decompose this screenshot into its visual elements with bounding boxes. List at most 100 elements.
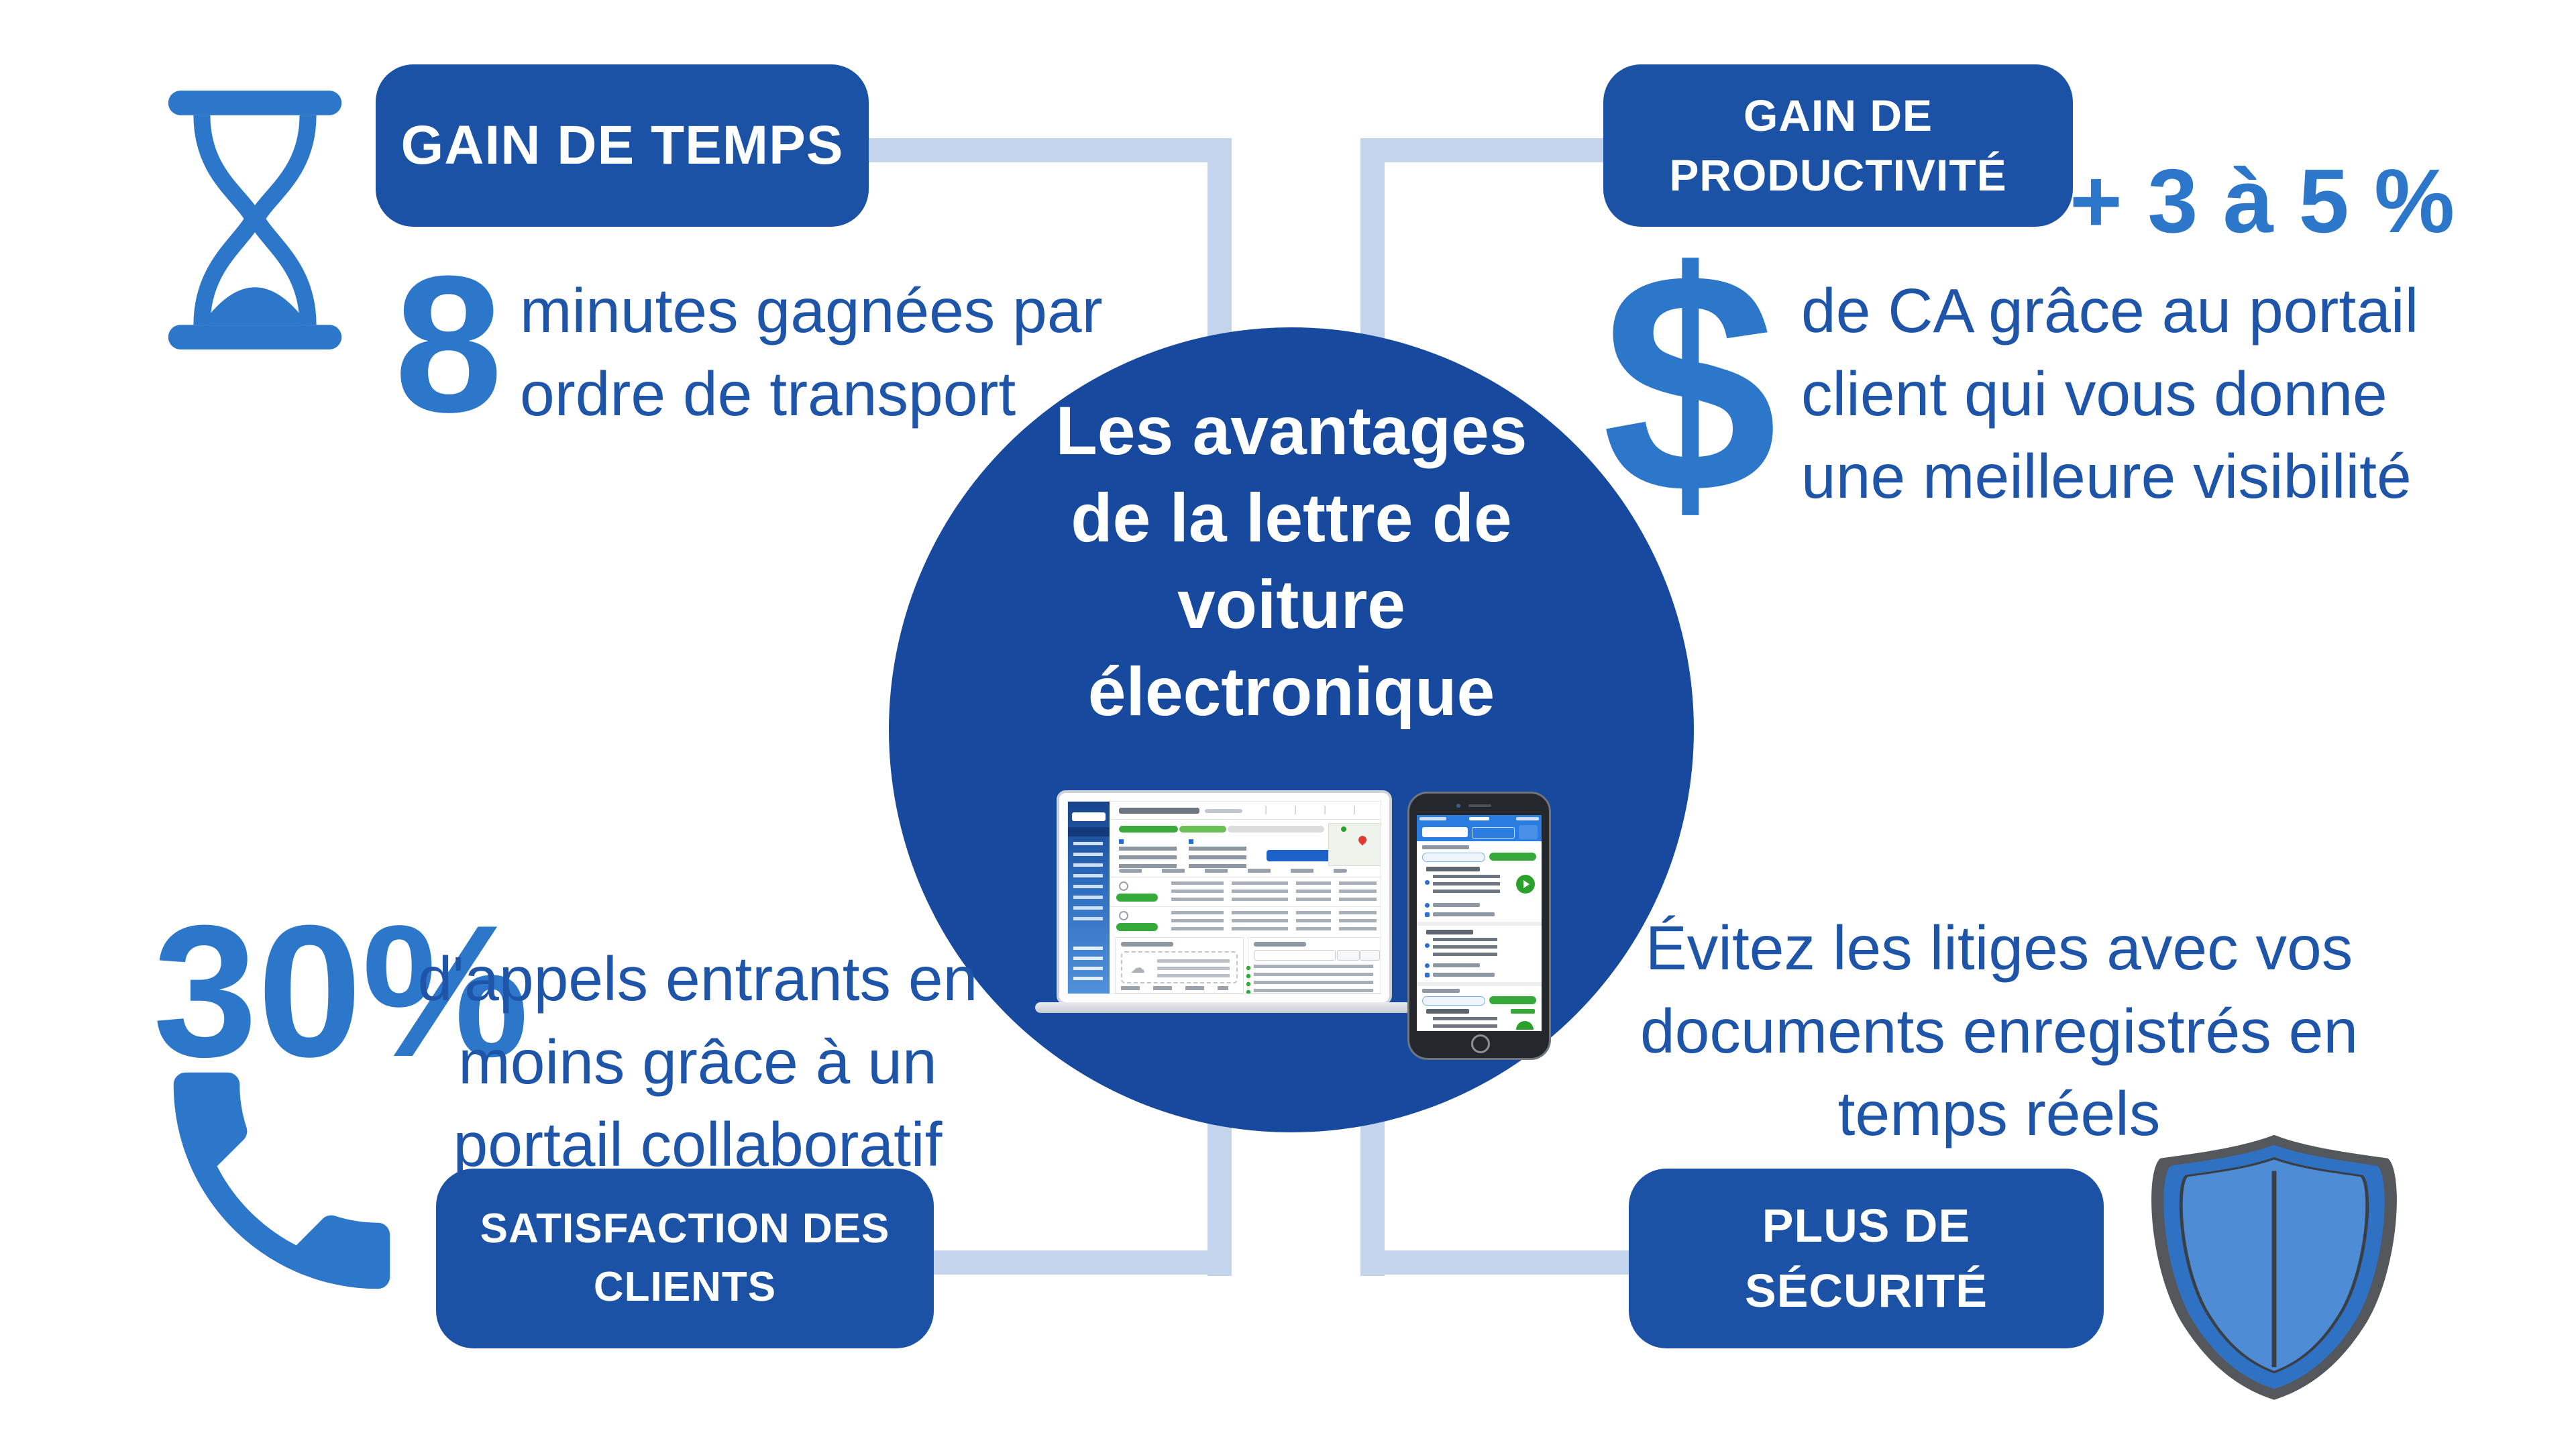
- row-status-icon: [1119, 911, 1128, 920]
- phone-screen: [1417, 815, 1542, 1031]
- table-row: [1110, 877, 1381, 906]
- row-cell-placeholder: [1232, 911, 1288, 931]
- laptop-base: [1035, 1002, 1413, 1013]
- green-action-button: [1116, 894, 1158, 902]
- address-lines-placeholder: [1119, 847, 1177, 868]
- phone-tab-bar: [1417, 823, 1542, 841]
- panel-title-placeholder: [1121, 942, 1173, 947]
- address-block-1: [1119, 839, 1177, 868]
- phone-mockup: [1407, 792, 1551, 1060]
- title-line: Les avantages: [1055, 392, 1527, 469]
- text-line: d'appels entrants en: [417, 944, 978, 1014]
- green-action-button: [1116, 923, 1158, 931]
- progress-segment-gray: [1228, 826, 1324, 833]
- text-line: client qui vous donne: [1801, 358, 2387, 429]
- phone-icon: [138, 1036, 426, 1325]
- transport-ref-pill: [1422, 996, 1485, 1006]
- location-dot: [1425, 963, 1430, 968]
- sidebar-footer-placeholder: [1073, 947, 1103, 987]
- connector-top-left-horizontal: [862, 138, 1230, 162]
- text-gain-de-temps: minutes gagnées par ordre de transport: [520, 270, 1124, 435]
- text-line: minutes gagnées par: [520, 276, 1103, 345]
- comment-button: [1360, 950, 1380, 961]
- status-time-placeholder: [1469, 817, 1489, 820]
- row-cell-placeholder: [1171, 881, 1224, 902]
- detail-line-placeholder: [1433, 963, 1480, 967]
- phone-status-bar: [1417, 815, 1542, 823]
- hourglass-icon: [164, 86, 345, 354]
- row-cell-placeholder: [1339, 881, 1377, 902]
- title-line: voiture: [1177, 566, 1406, 643]
- app-subtitle-placeholder: [1205, 809, 1242, 813]
- tab-inactive: [1472, 827, 1515, 839]
- location-dot: [1425, 880, 1430, 885]
- progress-segment-green: [1119, 826, 1178, 833]
- panel-title-placeholder: [1254, 942, 1306, 947]
- comment-button: [1337, 950, 1360, 961]
- row-cell-placeholder: [1339, 911, 1377, 931]
- doc-dot: [1425, 912, 1430, 917]
- app-title-placeholder: [1119, 808, 1199, 814]
- transport-ref-pill: [1422, 853, 1485, 862]
- text-line: ordre de transport: [520, 358, 1016, 429]
- laptop-screen: ☁: [1067, 801, 1381, 994]
- table-row: [1110, 906, 1381, 935]
- location-dot: [1425, 903, 1430, 908]
- text-line: moins grâce à un: [458, 1026, 937, 1097]
- title-line: électronique: [1087, 653, 1495, 730]
- comments-panel: [1246, 937, 1381, 994]
- tab-active: [1422, 827, 1468, 837]
- laptop-mockup: ☁: [1035, 790, 1413, 1018]
- badge-label: GAIN DE TEMPS: [400, 115, 844, 176]
- text-line: une meilleure visibilité: [1801, 441, 2412, 512]
- map-panel: [1328, 823, 1381, 866]
- blue-square-bullet: [1189, 839, 1193, 844]
- text-securite: Évitez les litiges avec vos documents en…: [1630, 907, 2368, 1156]
- progress-segment-lightgreen: [1179, 826, 1226, 833]
- section-label-placeholder: [1422, 989, 1460, 993]
- documents-panel: ☁: [1115, 937, 1244, 994]
- upload-dropzone: ☁: [1121, 951, 1238, 983]
- location-dot: [1425, 943, 1430, 948]
- green-status-pill: [1489, 996, 1536, 1004]
- shield-icon: [2143, 1132, 2405, 1401]
- laptop-app-sidebar: [1068, 802, 1110, 994]
- card-title-placeholder: [1426, 867, 1480, 871]
- blue-square-bullet: [1119, 839, 1124, 844]
- status-left-placeholder: [1419, 817, 1446, 820]
- badge-gain-de-productivite: GAIN DE PRODUCTIVITÉ: [1603, 64, 2073, 227]
- doc-dot: [1425, 973, 1430, 977]
- primary-action-button: [1267, 850, 1342, 861]
- detail-line-placeholder: [1433, 903, 1480, 907]
- phone-speaker: [1468, 804, 1491, 807]
- row-status-icon: [1119, 881, 1128, 891]
- comment-input: [1254, 950, 1336, 961]
- card-title-placeholder: [1426, 930, 1473, 934]
- row-cell-placeholder: [1296, 911, 1331, 931]
- address-block-2: [1189, 839, 1246, 868]
- title-line: de la lettre de: [1071, 479, 1512, 556]
- badge-label: PLUS DE: [1762, 1199, 1971, 1252]
- table-header-placeholder: [1119, 869, 1347, 873]
- text-line: temps réels: [1837, 1079, 2161, 1149]
- green-semicircle-button: [1516, 1021, 1534, 1030]
- text-line: portail collaboratif: [453, 1110, 943, 1180]
- laptop-app-header: [1110, 802, 1381, 820]
- text-line: de CA grâce au portail: [1801, 276, 2419, 345]
- card-title-placeholder: [1426, 1009, 1469, 1014]
- upload-cloud-icon: ☁: [1130, 959, 1145, 976]
- row-cell-placeholder: [1232, 881, 1288, 902]
- sidebar-button: [1072, 812, 1106, 821]
- text-line: documents enregistrés en: [1640, 996, 2359, 1066]
- divider: [1417, 922, 1542, 926]
- phone-home-button: [1471, 1034, 1490, 1053]
- map-pin-green: [1341, 826, 1346, 832]
- phone-camera: [1456, 804, 1460, 808]
- address-lines-placeholder: [1189, 847, 1246, 868]
- badge-label: GAIN DE: [1743, 90, 1933, 140]
- infographic-title: Les avantages de la lettre de voiture él…: [889, 388, 1694, 735]
- badge-gain-de-temps: GAIN DE TEMPS: [376, 64, 869, 227]
- header-buttons-placeholder: [1264, 806, 1378, 814]
- text-satisfaction: d'appels entrants en moins grâce à un po…: [416, 938, 979, 1187]
- stat-minutes: 8: [394, 235, 503, 453]
